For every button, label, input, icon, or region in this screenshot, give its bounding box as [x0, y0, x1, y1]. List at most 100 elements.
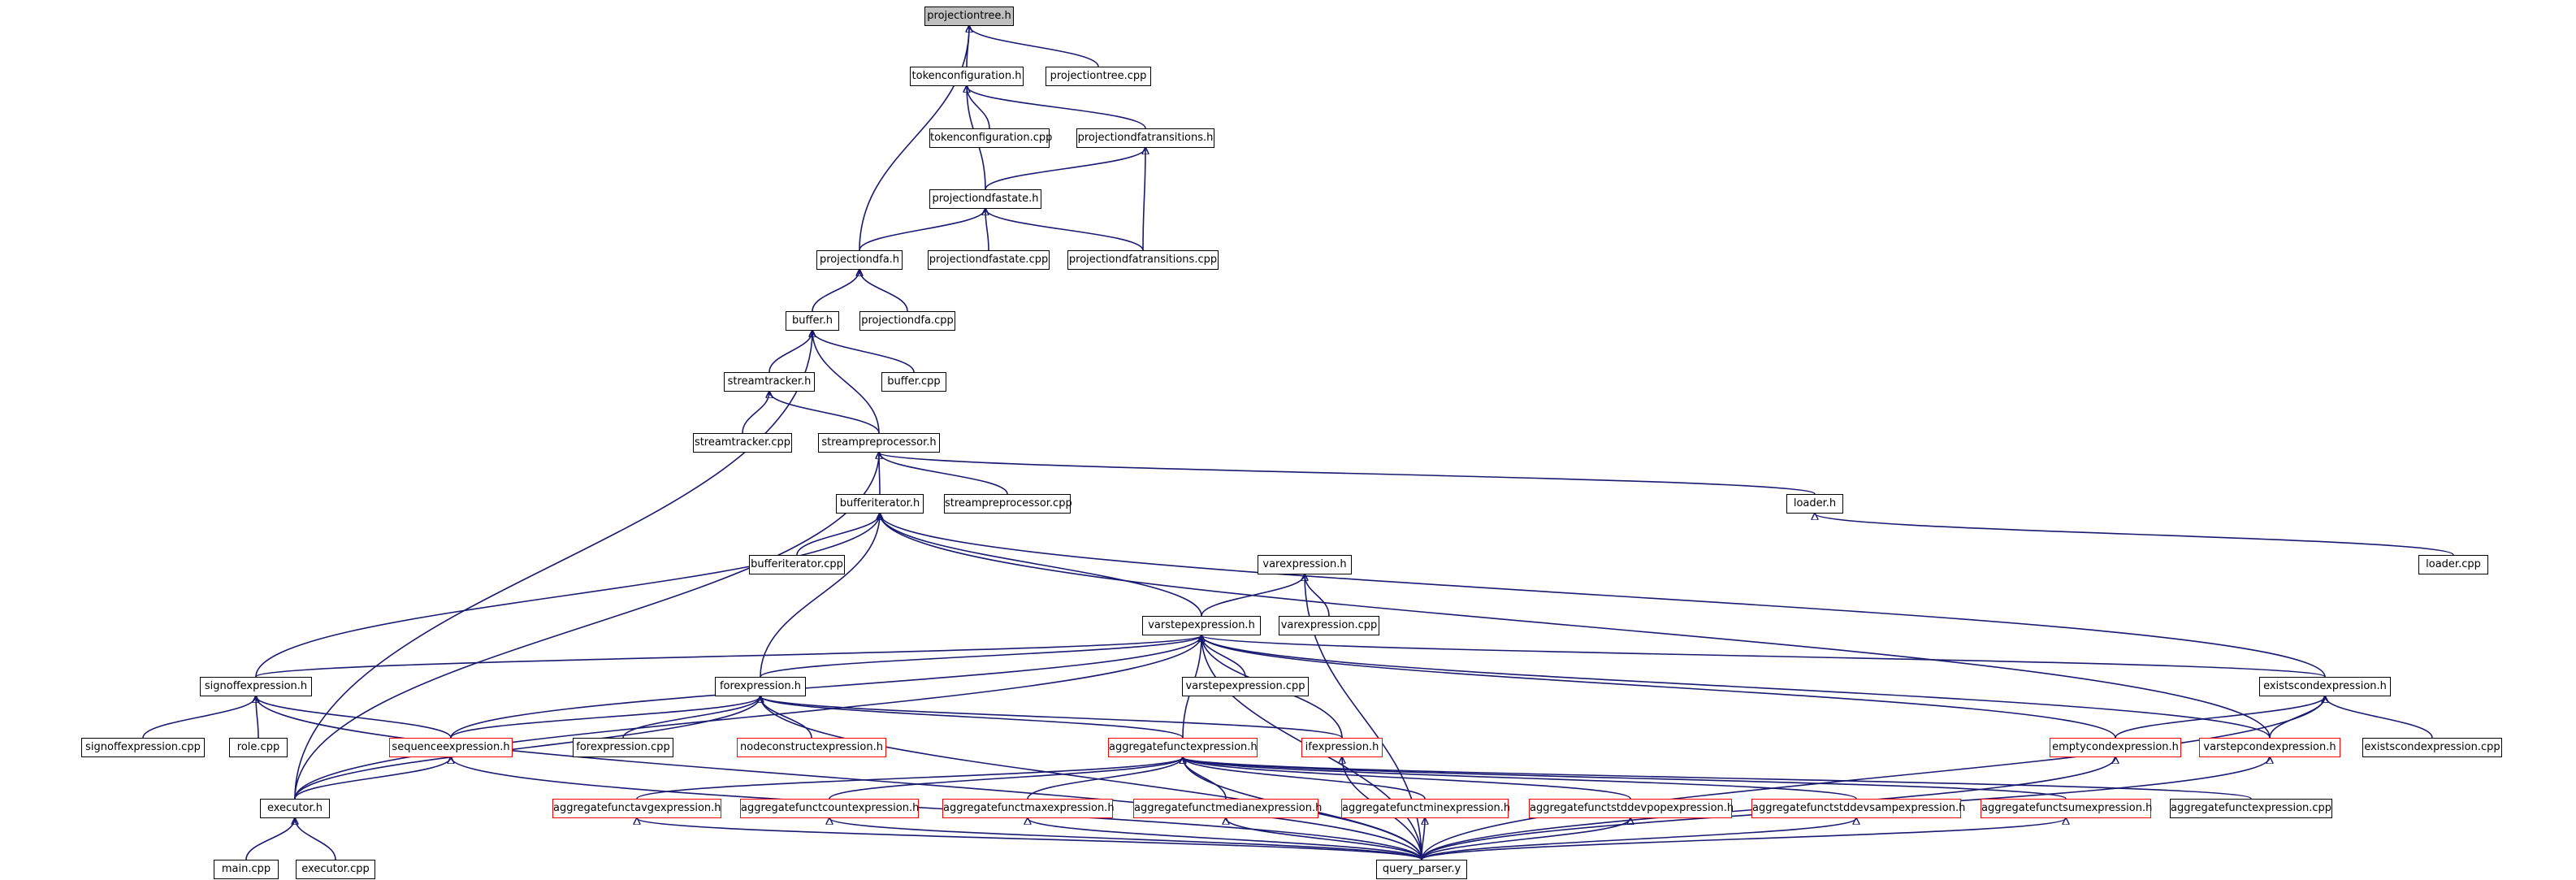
node-aggregatefunctstddevsampexpression-h[interactable]: aggregatefunctstddevsampexpression.h	[1751, 799, 1965, 818]
edge-buffer-h-to-projectiondfa-h	[812, 270, 859, 312]
node-bufferiterator-h[interactable]: bufferiterator.h	[836, 494, 924, 514]
edge-streamtracker-h-to-buffer-h	[768, 331, 812, 373]
node-projectiondfatransitions-h[interactable]: projectiondfatransitions.h	[1076, 128, 1214, 148]
edge-buffer-cpp-to-buffer-h	[812, 331, 915, 373]
node-streampreprocessor-h[interactable]: streampreprocessor.h	[818, 433, 940, 453]
node-streamtracker-h[interactable]: streamtracker.h	[724, 372, 815, 392]
node-aggregatefunctavgexpression-h[interactable]: aggregatefunctavgexpression.h	[552, 799, 721, 818]
edge-forexpression-h-to-varstepexpression-h	[760, 635, 1201, 678]
node-existscondexpression-h[interactable]: existscondexpression.h	[2259, 677, 2391, 696]
edge-existscondexpression-cpp-to-existscondexpression-h	[2325, 696, 2433, 739]
node-loader-cpp[interactable]: loader.cpp	[2418, 555, 2488, 574]
node-streamtracker-cpp[interactable]: streamtracker.cpp	[693, 433, 792, 453]
edge-executor-h-to-buffer-h	[294, 331, 812, 800]
edge-varstepexpression-h-to-varexpression-h	[1201, 574, 1305, 617]
node-signoffexpression-h[interactable]: signoffexpression.h	[200, 677, 312, 696]
node-main-cpp[interactable]: main.cpp	[214, 860, 279, 879]
edge-query-parser-y-to-sequenceexpression-h	[451, 757, 1422, 860]
edge-projectiondfastate-cpp-to-projectiondfastate-h	[985, 209, 989, 251]
node-role-cpp[interactable]: role.cpp	[229, 738, 288, 757]
node-aggregatefunctexpression-h[interactable]: aggregatefunctexpression.h	[1108, 738, 1258, 757]
node-signoffexpression-cpp[interactable]: signoffexpression.cpp	[81, 738, 205, 757]
edge-emptycondexpression-h-to-varstepexpression-h	[1201, 635, 2116, 739]
edge-aggregatefunctexpression-cpp-to-aggregatefunctexpression-h	[1183, 757, 2252, 800]
edge-aggregatefunctexpression-h-to-forexpression-h	[760, 696, 1184, 739]
node-projectiondfa-cpp[interactable]: projectiondfa.cpp	[859, 311, 955, 331]
node-aggregatefunctsumexpression-h[interactable]: aggregatefunctsumexpression.h	[1981, 799, 2152, 818]
edge-signoffexpression-cpp-to-signoffexpression-h	[142, 696, 256, 739]
edge-streampreprocessor-h-to-buffer-h	[812, 331, 880, 434]
node-varstepexpression-h[interactable]: varstepexpression.h	[1142, 616, 1261, 635]
edge-sequenceexpression-h-to-varstepexpression-h	[450, 635, 1201, 739]
edge-projectiondfa-cpp-to-projectiondfa-h	[859, 270, 908, 312]
edge-aggregatefunctminexpression-h-to-aggregatefunctexpression-h	[1183, 757, 1426, 800]
edge-projectiondfastate-h-to-projectiondfatransitions-h	[985, 148, 1145, 190]
node-sequenceexpression-h[interactable]: sequenceexpression.h	[389, 738, 513, 757]
node-varexpression-h[interactable]: varexpression.h	[1258, 555, 1352, 574]
edge-main-cpp-to-executor-h	[245, 818, 295, 860]
edge-query-parser-y-to-aggregatefunctmedianexpression-h	[1226, 818, 1422, 860]
edge-tokenconfiguration-cpp-to-tokenconfiguration-h	[967, 86, 990, 129]
edge-aggregatefunctavgexpression-h-to-aggregatefunctexpression-h	[636, 757, 1183, 800]
edge-sequenceexpression-h-to-forexpression-h	[450, 696, 760, 739]
node-varexpression-cpp[interactable]: varexpression.cpp	[1279, 616, 1379, 635]
edge-streampreprocessor-cpp-to-streampreprocessor-h	[879, 453, 1008, 495]
node-forexpression-h[interactable]: forexpression.h	[715, 677, 806, 696]
node-projectiontree-h[interactable]: projectiontree.h	[924, 7, 1014, 26]
node-tokenconfiguration-cpp[interactable]: tokenconfiguration.cpp	[929, 128, 1052, 148]
node-tokenconfiguration-h[interactable]: tokenconfiguration.h	[910, 67, 1024, 86]
edge-emptycondexpression-h-to-existscondexpression-h	[2115, 696, 2325, 739]
node-executor-cpp[interactable]: executor.cpp	[296, 860, 375, 879]
node-query-parser-y[interactable]: query_parser.y	[1376, 860, 1467, 879]
edge-query-parser-y-to-aggregatefunctstddevpopexpression-h	[1421, 818, 1630, 860]
edge-existscondexpression-h-to-varstepexpression-h	[1201, 635, 2326, 678]
node-projectiontree-cpp[interactable]: projectiontree.cpp	[1046, 67, 1151, 86]
edge-aggregatefunctstddevsampexpression-h-to-aggregatefunctexpression-h	[1183, 757, 1857, 800]
edge-executor-h-to-streampreprocessor-h	[294, 453, 879, 800]
node-aggregatefunctcountexpression-h[interactable]: aggregatefunctcountexpression.h	[740, 799, 919, 818]
edge-aggregatefunctsumexpression-h-to-aggregatefunctexpression-h	[1183, 757, 2067, 800]
edge-query-parser-y-to-forexpression-h	[760, 696, 1422, 860]
node-varstepcondexpression-h[interactable]: varstepcondexpression.h	[2199, 738, 2340, 757]
node-projectiondfatransitions-cpp[interactable]: projectiondfatransitions.cpp	[1067, 250, 1219, 270]
node-aggregatefunctminexpression-h[interactable]: aggregatefunctminexpression.h	[1341, 799, 1510, 818]
edge-ifexpression-h-to-forexpression-h	[760, 696, 1343, 739]
edge-loader-h-to-streampreprocessor-h	[879, 453, 1816, 495]
node-aggregatefunctexpression-cpp[interactable]: aggregatefunctexpression.cpp	[2170, 799, 2332, 818]
edge-signoffexpression-h-to-bufferiterator-h	[255, 514, 880, 678]
node-nodeconstructexpression-h[interactable]: nodeconstructexpression.h	[737, 738, 886, 757]
node-streampreprocessor-cpp[interactable]: streampreprocessor.cpp	[944, 494, 1072, 514]
edge-aggregatefunctstddevpopexpression-h-to-aggregatefunctexpression-h	[1183, 757, 1631, 800]
node-projectiondfastate-cpp[interactable]: projectiondfastate.cpp	[928, 250, 1050, 270]
node-buffer-h[interactable]: buffer.h	[786, 311, 839, 331]
node-projectiondfastate-h[interactable]: projectiondfastate.h	[929, 189, 1041, 209]
node-aggregatefunctstddevpopexpression-h[interactable]: aggregatefunctstddevpopexpression.h	[1529, 799, 1734, 818]
edge-executor-cpp-to-executor-h	[295, 818, 336, 860]
node-emptycondexpression-h[interactable]: emptycondexpression.h	[2050, 738, 2181, 757]
edge-query-parser-y-to-aggregatefunctstddevsampexpression-h	[1421, 818, 1856, 860]
edge-varstepcondexpression-h-to-bufferiterator-h	[880, 514, 2271, 739]
edge-forexpression-cpp-to-forexpression-h	[622, 696, 760, 739]
edge-signoffexpression-h-to-varstepexpression-h	[255, 635, 1201, 678]
node-forexpression-cpp[interactable]: forexpression.cpp	[573, 738, 673, 757]
edge-query-parser-y-to-aggregatefunctmaxexpression-h	[1028, 818, 1422, 860]
node-aggregatefunctmedianexpression-h[interactable]: aggregatefunctmedianexpression.h	[1133, 799, 1322, 818]
node-loader-h[interactable]: loader.h	[1786, 494, 1843, 514]
edge-varstepexpression-h-to-bufferiterator-h	[880, 514, 1202, 617]
edge-existscondexpression-h-to-bufferiterator-h	[880, 514, 2326, 678]
edge-streampreprocessor-h-to-streamtracker-h	[769, 392, 880, 434]
node-aggregatefunctmaxexpression-h[interactable]: aggregatefunctmaxexpression.h	[942, 799, 1115, 818]
node-executor-h[interactable]: executor.h	[260, 799, 330, 818]
node-existscondexpression-cpp[interactable]: existscondexpression.cpp	[2362, 738, 2502, 757]
edge-varstepcondexpression-h-to-varstepexpression-h	[1201, 635, 2271, 739]
edge-forexpression-h-to-bufferiterator-h	[760, 514, 880, 678]
node-buffer-cpp[interactable]: buffer.cpp	[881, 372, 946, 392]
edge-executor-h-to-forexpression-h	[294, 696, 760, 800]
node-projectiondfa-h[interactable]: projectiondfa.h	[816, 250, 903, 270]
node-ifexpression-h[interactable]: ifexpression.h	[1301, 738, 1383, 757]
edge-query-parser-y-to-aggregatefunctsumexpression-h	[1421, 818, 2066, 860]
node-bufferiterator-cpp[interactable]: bufferiterator.cpp	[749, 555, 845, 574]
node-varstepexpression-cpp[interactable]: varstepexpression.cpp	[1182, 677, 1309, 696]
